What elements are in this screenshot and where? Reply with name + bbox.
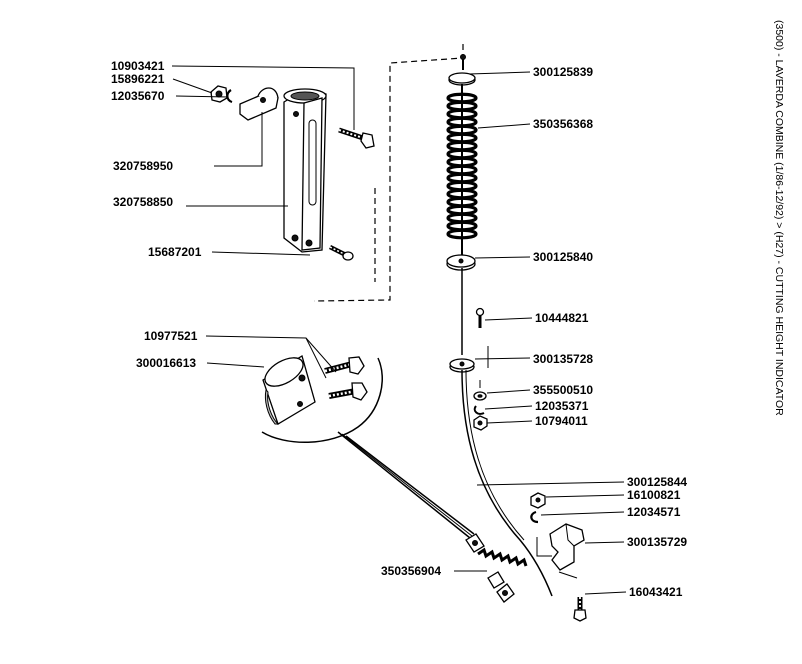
bolt-10903421 <box>338 127 375 149</box>
disc-300125840 <box>446 254 476 271</box>
label-12035670: 12035670 <box>111 89 165 103</box>
label-320758950: 320758950 <box>113 159 173 173</box>
label-300125840: 300125840 <box>533 250 593 264</box>
pin-10444821 <box>475 307 485 328</box>
clip-320758950 <box>239 87 279 121</box>
washer-12035371 <box>473 405 485 415</box>
bolt-16043421 <box>573 597 587 622</box>
dashed-connector <box>313 44 464 302</box>
inset-detail <box>261 354 383 444</box>
block-300135728 <box>449 346 489 373</box>
nut-15896221 <box>210 85 228 103</box>
nut-10794011 <box>473 415 488 431</box>
washer-12034571 <box>530 510 539 524</box>
label-320758850: 320758850 <box>113 195 173 209</box>
label-16043421: 16043421 <box>629 585 683 599</box>
label-10444821: 10444821 <box>535 311 589 325</box>
cable-rod <box>337 431 475 539</box>
label-16100821: 16100821 <box>627 488 681 502</box>
bolt-10977521-b <box>328 382 368 401</box>
label-10977521: 10977521 <box>144 329 198 343</box>
leader-lines <box>171 65 627 595</box>
label-300016613: 300016613 <box>136 356 196 370</box>
sleeve-300016613 <box>262 354 316 425</box>
indicator-rod <box>446 54 553 597</box>
side-title: (3500) - LAVERDA COMBINE (1/86-12/92) > … <box>773 20 785 416</box>
washer-12035670 <box>226 89 233 104</box>
label-300125844: 300125844 <box>627 475 687 489</box>
label-355500510: 355500510 <box>533 383 593 397</box>
spring-350356904 <box>477 547 528 567</box>
label-15896221: 15896221 <box>111 72 165 86</box>
part-labels-right: 300125839 350356368 300125840 10444821 3… <box>533 65 687 599</box>
label-300135728: 300135728 <box>533 352 593 366</box>
label-12034571: 12034571 <box>627 505 681 519</box>
screw-15687201 <box>328 244 354 261</box>
label-300125839: 300125839 <box>533 65 593 79</box>
label-15687201: 15687201 <box>148 245 202 259</box>
label-350356368: 350356368 <box>533 117 593 131</box>
washer-355500510 <box>473 380 487 401</box>
label-12035371: 12035371 <box>535 399 589 413</box>
label-300135729: 300135729 <box>627 535 687 549</box>
label-10794011: 10794011 <box>535 414 588 428</box>
bolt-10977521-a <box>324 356 365 375</box>
end-fitting-upper <box>465 533 485 553</box>
bracket-tube-320758850 <box>283 88 327 253</box>
spring-350356368 <box>446 84 478 256</box>
bracket-300135729 <box>536 523 585 579</box>
end-fitting-lower <box>487 571 515 603</box>
label-350356904: 350356904 <box>381 564 441 578</box>
part-labels-left: 10903421 15896221 12035670 320758950 320… <box>111 59 441 578</box>
label-10903421: 10903421 <box>111 59 165 73</box>
nut-16100821 <box>530 492 546 509</box>
